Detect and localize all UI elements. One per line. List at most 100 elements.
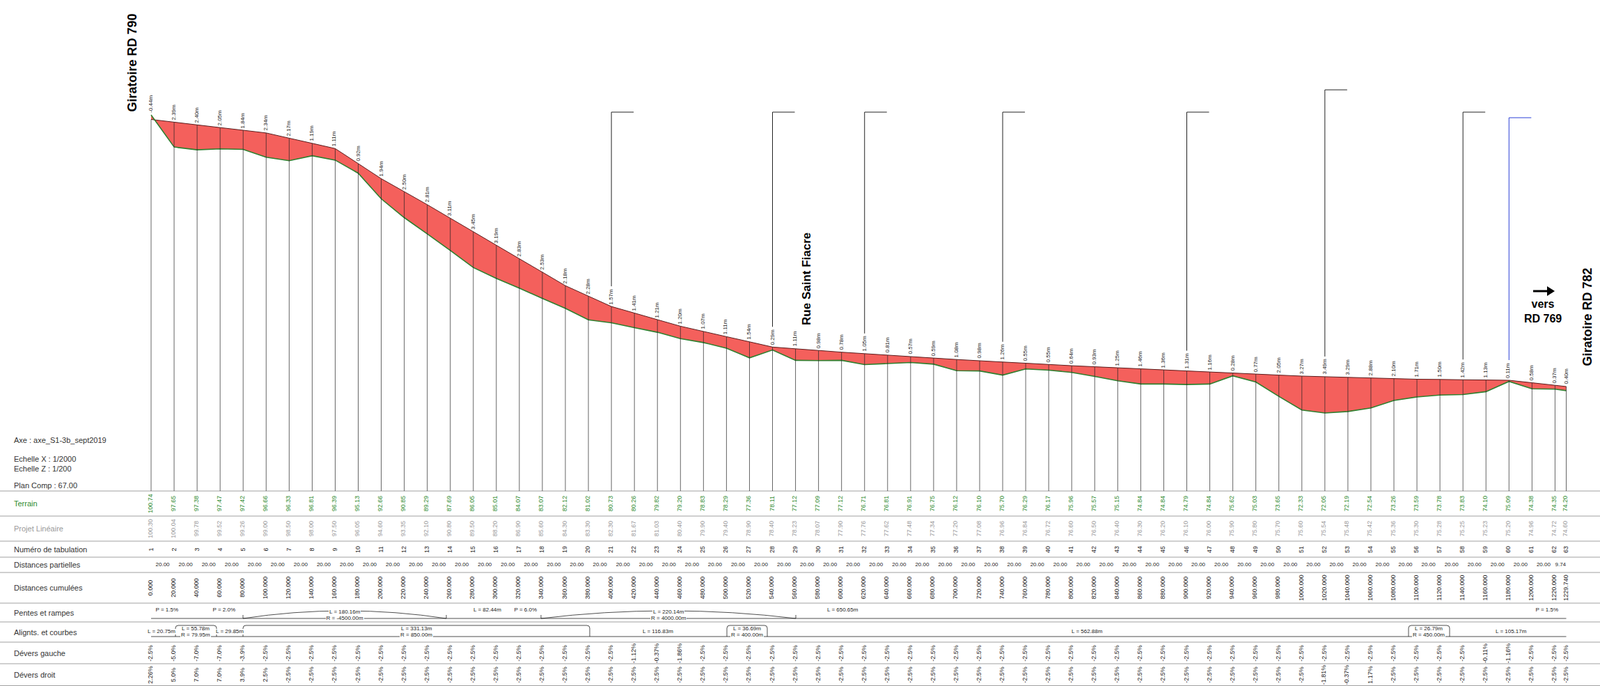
alignment-label: L = 562.88m bbox=[1070, 628, 1103, 635]
crossfall-right: -2.5% bbox=[1551, 666, 1559, 684]
crossfall-left: -1.12% bbox=[630, 642, 638, 663]
crossfall-left: -2.5% bbox=[400, 644, 408, 662]
cumulative-distance: 660.000 bbox=[907, 576, 915, 600]
cumulative-distance: 620.000 bbox=[861, 576, 869, 600]
partial-distance: 20.00 bbox=[178, 561, 193, 569]
crossfall-left: -2.5% bbox=[285, 644, 293, 662]
cumulative-distance: 480.000 bbox=[699, 576, 707, 600]
height-label: 3.49m bbox=[1322, 359, 1329, 375]
crossfall-left: -2.5% bbox=[1205, 644, 1213, 662]
partial-distance: 20.00 bbox=[1053, 561, 1068, 569]
project-value: 86.90 bbox=[515, 520, 523, 537]
terrain-value: 76.71 bbox=[861, 495, 869, 512]
crossfall-right: -2.5% bbox=[538, 666, 546, 684]
tab-number: 18 bbox=[538, 545, 546, 553]
height-label: 0.98m bbox=[976, 343, 984, 359]
curve-tick bbox=[446, 614, 447, 619]
cumulative-distance: 980.000 bbox=[1275, 576, 1283, 600]
crossfall-left: -2.5% bbox=[976, 644, 984, 662]
crossfall-right: -2.5% bbox=[768, 666, 776, 684]
crossfall-right: -2.5% bbox=[1205, 666, 1213, 684]
cumulative-distance: 820.000 bbox=[1091, 576, 1098, 600]
project-value: 76.50 bbox=[1091, 520, 1098, 537]
project-value: 76.40 bbox=[1114, 520, 1121, 537]
height-label: 0.37m bbox=[1551, 367, 1559, 383]
cumulative-distance: 340.000 bbox=[538, 576, 546, 600]
project-value: 78.07 bbox=[814, 520, 822, 537]
crossfall-right: -2.5% bbox=[1114, 666, 1121, 684]
alignment-label: L = 105.17m bbox=[1494, 628, 1527, 635]
crossfall-left: -2.5% bbox=[1367, 644, 1375, 662]
terrain-value: 83.07 bbox=[538, 495, 546, 512]
tab-number: 44 bbox=[1136, 545, 1144, 553]
station-line bbox=[403, 191, 405, 491]
callout-tick bbox=[772, 112, 796, 113]
tab-number: 2 bbox=[170, 547, 178, 551]
crossfall-right: -2.5% bbox=[884, 666, 892, 684]
row-header: Projet Linéaire bbox=[13, 524, 64, 533]
terrain-value: 77.12 bbox=[791, 495, 799, 512]
partial-distance: 20.00 bbox=[1283, 561, 1298, 569]
cumulative-distance: 1120.000 bbox=[1436, 575, 1444, 601]
partial-distance: 20.00 bbox=[362, 561, 377, 569]
partial-distance: 20.00 bbox=[937, 561, 952, 569]
crossfall-right: -2.5% bbox=[791, 666, 799, 684]
project-value: 81.67 bbox=[630, 520, 638, 537]
crossfall-right: 7.0% bbox=[193, 667, 201, 682]
partial-distance: 20.00 bbox=[500, 561, 515, 569]
crossfall-right: -2.5% bbox=[953, 666, 961, 684]
alignment-label: L = 36.69m bbox=[732, 625, 762, 633]
crossfall-right: -2.5% bbox=[446, 666, 454, 684]
terrain-value: 78.83 bbox=[699, 495, 707, 512]
terrain-value: 80.26 bbox=[630, 495, 638, 512]
partial-distance: 20.00 bbox=[408, 561, 423, 569]
height-label: 2.05m bbox=[1275, 357, 1282, 373]
project-value: 75.30 bbox=[1413, 520, 1421, 537]
height-label: 1.25m bbox=[1114, 350, 1121, 366]
tab-number: 20 bbox=[584, 545, 592, 553]
cumulative-distance: 520.000 bbox=[745, 576, 753, 600]
tab-number: 54 bbox=[1367, 545, 1375, 553]
tab-number: 1 bbox=[147, 547, 155, 551]
cumulative-distance: 120.000 bbox=[285, 576, 293, 600]
project-value: 75.60 bbox=[1298, 520, 1306, 537]
partial-distance: 20.00 bbox=[477, 561, 492, 569]
height-label: 2.39m bbox=[171, 104, 178, 120]
crossfall-left: -2.5% bbox=[837, 644, 845, 662]
tab-number: 31 bbox=[838, 545, 846, 553]
tab-number: 35 bbox=[930, 545, 938, 553]
terrain-value: 82.12 bbox=[561, 495, 569, 512]
height-label: 0.92m bbox=[355, 146, 362, 162]
project-value: 77.48 bbox=[907, 520, 915, 537]
terrain-value: 75.96 bbox=[1068, 495, 1076, 512]
project-value: 75.28 bbox=[1436, 520, 1444, 537]
crossfall-right: -2.5% bbox=[285, 666, 293, 684]
height-label: 1.08m bbox=[953, 341, 961, 358]
partial-distance: 20.00 bbox=[1421, 561, 1436, 569]
crossfall-right: -2.5% bbox=[930, 666, 938, 684]
crossfall-left: -2.5% bbox=[1252, 644, 1260, 662]
partial-distance: 20.00 bbox=[1513, 561, 1528, 569]
terrain-value: 76.75 bbox=[930, 495, 938, 512]
station-line bbox=[1002, 362, 1004, 491]
cumulative-distance: 1180.000 bbox=[1505, 575, 1513, 601]
crossfall-left: -2.5% bbox=[999, 644, 1007, 662]
crossfall-right: -2.5% bbox=[676, 666, 684, 684]
crossfall-left: -2.5% bbox=[699, 644, 707, 662]
partial-distance: 20.00 bbox=[960, 561, 975, 569]
row-header: Distances cumulées bbox=[13, 583, 83, 592]
cumulative-distance: 720.000 bbox=[976, 576, 984, 600]
tab-number: 33 bbox=[884, 545, 892, 553]
tab-number: 9 bbox=[332, 547, 340, 551]
crossfall-left: -2.5% bbox=[1228, 644, 1236, 662]
crossfall-right: -2.5% bbox=[907, 666, 915, 684]
crossfall-right: -2.5% bbox=[1022, 666, 1030, 684]
terrain-value: 76.91 bbox=[907, 495, 915, 512]
partial-distance: 20.00 bbox=[224, 561, 239, 569]
partial-distance: 20.00 bbox=[1168, 561, 1183, 569]
terrain-value: 74.84 bbox=[1136, 495, 1144, 512]
tab-number: 45 bbox=[1160, 545, 1168, 553]
tab-number: 53 bbox=[1344, 545, 1352, 553]
tab-number: 26 bbox=[722, 545, 730, 553]
terrain-value: 76.29 bbox=[1022, 495, 1030, 512]
